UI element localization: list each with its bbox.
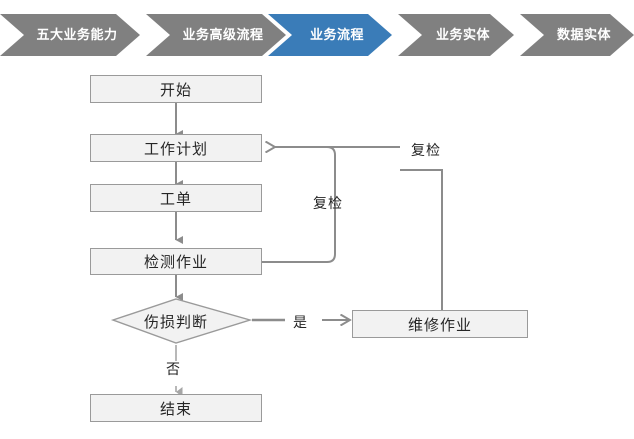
node-repair-task[interactable]: 维修作业 (352, 310, 528, 338)
breadcrumb-item-2-label: 业务流程 (309, 27, 364, 43)
node-work-order-label: 工单 (159, 189, 192, 208)
decision-diamond-shape (110, 298, 253, 344)
breadcrumb-item-3-label: 业务实体 (435, 27, 490, 43)
breadcrumb-item-0[interactable]: 五大业务能力 (0, 14, 140, 56)
breadcrumb-item-1-label: 业务高级流程 (182, 27, 264, 43)
edge-label-recheck-outer-text: 复检 (411, 143, 441, 159)
chevron-shape-0 (0, 14, 140, 56)
node-work-plan[interactable]: 工作计划 (90, 134, 262, 162)
breadcrumb-item-1[interactable]: 业务高级流程 (146, 14, 286, 56)
node-repair-task-label: 维修作业 (407, 315, 472, 334)
breadcrumb-chevron-shapes (0, 14, 634, 56)
node-start[interactable]: 开始 (90, 75, 262, 103)
node-start-label: 开始 (159, 80, 192, 99)
edge-label-no: 否 (166, 359, 181, 379)
edge-label-yes-text: 是 (293, 315, 308, 331)
node-damage-decision-label[interactable]: 伤损判断 (126, 311, 226, 332)
breadcrumb-item-4-label: 数据实体 (556, 27, 611, 43)
chevron-shape-4 (520, 14, 634, 56)
chevron-shape-2 (268, 14, 392, 56)
chevron-shape-1 (146, 14, 286, 56)
node-end-label: 结束 (159, 399, 192, 418)
node-inspection-task-label: 检测作业 (143, 253, 208, 271)
node-work-order[interactable]: 工单 (90, 184, 262, 212)
node-work-plan-label: 工作计划 (143, 139, 208, 158)
chevron-shape-3 (398, 14, 514, 56)
breadcrumb-item-3[interactable]: 业务实体 (398, 14, 514, 56)
breadcrumb-item-2[interactable]: 业务流程 (268, 14, 392, 56)
node-damage-decision-text: 伤损判断 (143, 313, 208, 331)
edge-label-recheck-outer: 复检 (411, 140, 441, 160)
edge-label-recheck-inner: 复检 (313, 193, 343, 213)
edge-label-recheck-inner-text: 复检 (313, 196, 343, 212)
node-inspection-task[interactable]: 检测作业 (90, 248, 262, 275)
breadcrumb-item-0-label: 五大业务能力 (36, 27, 118, 43)
edge-label-yes: 是 (293, 312, 308, 332)
flowchart-connectors (110, 103, 443, 397)
breadcrumb: 五大业务能力 业务高级流程 业务流程 业务实体 数据实体 (0, 14, 634, 56)
connector-recheck-outer (400, 169, 443, 310)
breadcrumb-item-4[interactable]: 数据实体 (520, 14, 634, 56)
flowchart: 开始 工作计划 工单 检测作业 维修作业 结束 伤损判断 复检 复检 是 否 (0, 56, 634, 439)
node-end[interactable]: 结束 (90, 394, 262, 422)
edge-label-no-text: 否 (166, 362, 181, 378)
